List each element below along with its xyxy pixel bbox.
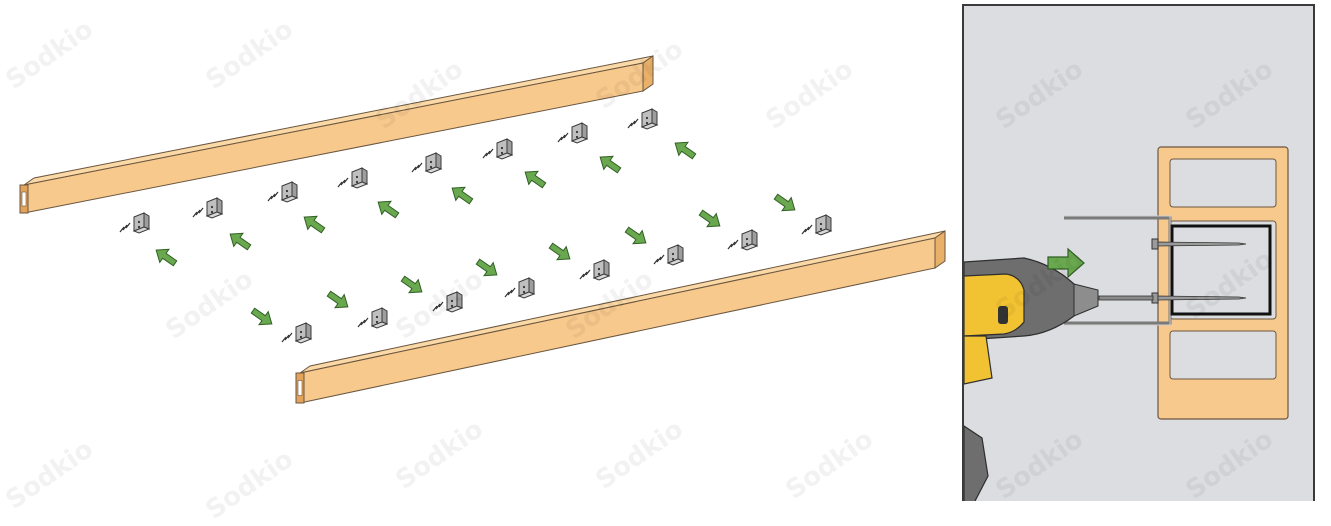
bottom-bracket bbox=[802, 215, 831, 235]
screws-icon bbox=[268, 192, 278, 201]
green-arrow-icon bbox=[596, 151, 624, 177]
screws-icon bbox=[628, 119, 638, 128]
top-bracket bbox=[483, 139, 512, 159]
metal-bracket-icon bbox=[207, 198, 222, 218]
green-arrow-icon bbox=[152, 244, 180, 270]
screws-icon bbox=[282, 333, 292, 342]
green-arrow-icon bbox=[248, 304, 276, 330]
bottom-beam bbox=[296, 231, 945, 403]
metal-bracket-icon bbox=[296, 323, 311, 343]
green-arrow-icon bbox=[771, 190, 799, 216]
metal-bracket-icon bbox=[642, 109, 657, 129]
green-arrow-icon bbox=[546, 239, 574, 265]
metal-bracket-icon bbox=[282, 182, 297, 202]
top-bracket bbox=[120, 213, 149, 233]
screws-icon bbox=[433, 302, 443, 311]
screws-icon bbox=[558, 133, 568, 142]
top-beam bbox=[20, 56, 653, 213]
top-bracket bbox=[628, 109, 657, 129]
screws-icon bbox=[120, 223, 130, 232]
bottom-bracket bbox=[654, 245, 683, 265]
metal-bracket-icon bbox=[426, 153, 441, 173]
detail-diagram bbox=[964, 6, 1315, 501]
screws-icon bbox=[654, 255, 664, 264]
metal-bracket-icon bbox=[742, 230, 757, 250]
power-drill-icon bbox=[964, 258, 1098, 501]
green-arrow-icon bbox=[473, 255, 501, 281]
screws-icon bbox=[802, 225, 812, 234]
bottom-bracket bbox=[358, 308, 387, 328]
bottom-bracket bbox=[505, 278, 534, 298]
bottom-bracket bbox=[580, 260, 609, 280]
metal-bracket-icon bbox=[497, 139, 512, 159]
metal-bracket-icon bbox=[372, 308, 387, 328]
screws-icon bbox=[728, 240, 738, 249]
top-bracket bbox=[268, 182, 297, 202]
bottom-bracket bbox=[728, 230, 757, 250]
green-arrow-icon bbox=[622, 223, 650, 249]
green-arrow-icon bbox=[324, 287, 352, 313]
green-arrow-icon bbox=[226, 228, 254, 254]
screws-icon bbox=[580, 270, 590, 279]
screws-icon bbox=[358, 318, 368, 327]
metal-bracket-icon bbox=[594, 260, 609, 280]
metal-bracket-icon bbox=[668, 245, 683, 265]
assembly-diagram bbox=[0, 0, 955, 501]
drill-bit bbox=[1099, 296, 1153, 300]
metal-bracket-icon bbox=[447, 292, 462, 312]
green-arrow-icon bbox=[374, 196, 402, 222]
green-arrow-icon bbox=[448, 182, 476, 208]
metal-bracket-icon bbox=[572, 123, 587, 143]
bottom-bracket bbox=[282, 323, 311, 343]
top-bracket bbox=[193, 198, 222, 218]
metal-bracket-icon bbox=[352, 168, 367, 188]
metal-bracket-icon bbox=[816, 215, 831, 235]
green-arrow-icon bbox=[521, 166, 549, 192]
screws-icon bbox=[505, 288, 515, 297]
green-arrow-icon bbox=[398, 272, 426, 298]
top-bracket bbox=[412, 153, 441, 173]
green-arrow-icon bbox=[300, 211, 328, 237]
green-arrow-icon bbox=[696, 206, 724, 232]
detail-panel bbox=[962, 4, 1315, 501]
screws-icon bbox=[483, 149, 493, 158]
metal-bracket-icon bbox=[134, 213, 149, 233]
green-arrow-icon bbox=[671, 137, 699, 163]
screws-icon bbox=[412, 163, 422, 172]
bottom-bracket bbox=[433, 292, 462, 312]
screws-icon bbox=[193, 208, 203, 217]
top-bracket bbox=[558, 123, 587, 143]
top-bracket bbox=[338, 168, 367, 188]
screws-icon bbox=[338, 178, 348, 187]
metal-bracket-icon bbox=[519, 278, 534, 298]
